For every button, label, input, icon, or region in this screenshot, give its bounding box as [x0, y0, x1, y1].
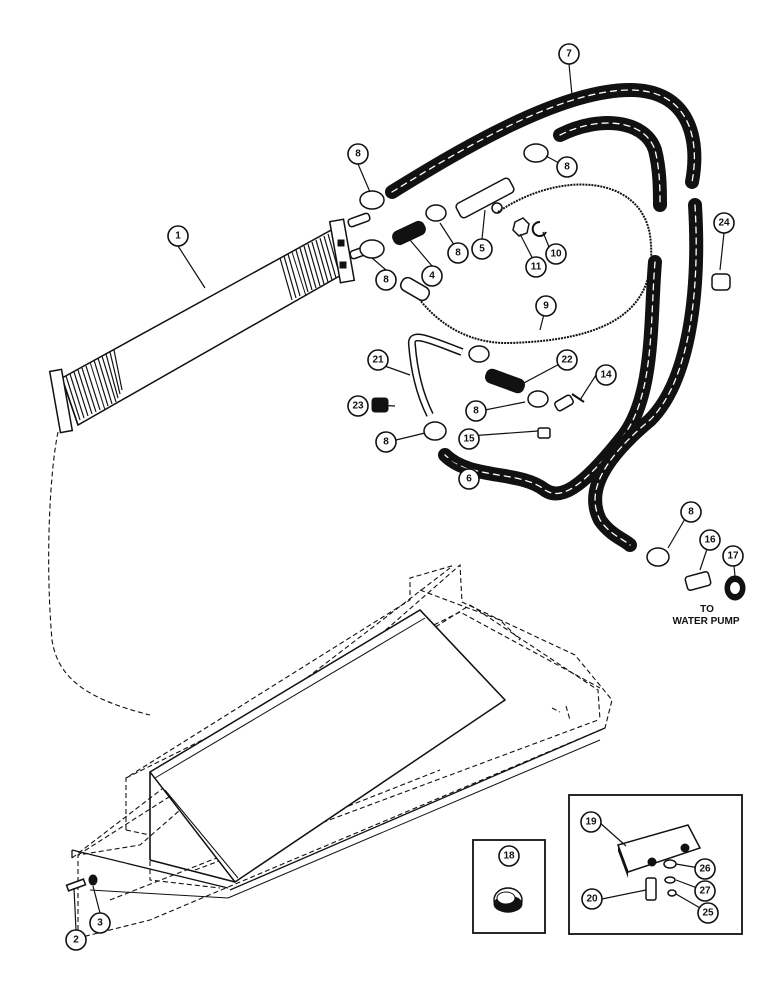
control-cable	[419, 183, 653, 345]
svg-text:15: 15	[463, 434, 475, 445]
svg-text:14: 14	[600, 370, 612, 381]
mounting-bolt	[65, 874, 98, 892]
core-alignment-line	[48, 431, 151, 716]
hose-coupler	[485, 368, 525, 394]
fitting	[537, 427, 551, 439]
svg-text:17: 17	[727, 551, 739, 562]
callout-8: 8	[465, 400, 487, 422]
svg-text:5: 5	[479, 244, 485, 255]
callout-21: 21	[367, 349, 389, 371]
callout-18: 18	[498, 845, 520, 867]
pump-fittings	[684, 571, 746, 601]
svg-text:24: 24	[718, 218, 730, 229]
svg-text:27: 27	[699, 886, 711, 897]
callout-11: 11	[525, 256, 547, 278]
svg-text:6: 6	[466, 474, 472, 485]
callout-20: 20	[581, 888, 603, 910]
svg-text:11: 11	[531, 262, 542, 273]
callout-8: 8	[375, 431, 397, 453]
hose-clamp	[359, 143, 670, 567]
heater-core	[48, 212, 373, 434]
callout-8: 8	[680, 501, 702, 523]
svg-text:23: 23	[352, 401, 364, 412]
svg-text:9: 9	[543, 301, 549, 312]
svg-text:1: 1	[175, 231, 181, 242]
heater-housing	[71, 563, 613, 939]
annotation-water-pump: WATER PUMP	[672, 616, 739, 627]
svg-text:2: 2	[73, 935, 79, 946]
svg-text:8: 8	[383, 437, 389, 448]
hose-clip	[711, 273, 731, 291]
plug-part	[493, 887, 523, 913]
svg-text:8: 8	[383, 275, 389, 286]
svg-text:7: 7	[566, 49, 572, 60]
callout-10: 10	[545, 243, 567, 265]
hose-7	[385, 82, 702, 212]
annotation-to: TO	[700, 604, 714, 615]
callout-24: 24	[713, 212, 735, 234]
callout-16: 16	[699, 529, 721, 551]
svg-text:16: 16	[704, 535, 716, 546]
drain-cock	[554, 393, 585, 412]
heater-valve	[455, 177, 515, 219]
callout-5: 5	[471, 238, 493, 260]
svg-text:18: 18	[503, 851, 515, 862]
svg-text:21: 21	[372, 355, 384, 366]
svg-text:22: 22	[561, 355, 573, 366]
callout-6: 6	[458, 468, 480, 490]
svg-text:26: 26	[699, 864, 711, 875]
callout-26: 26	[694, 858, 716, 880]
callout-8: 8	[447, 242, 469, 264]
callout-8: 8	[347, 143, 369, 165]
callout-1: 1	[167, 225, 189, 247]
nut	[512, 217, 530, 237]
cover-plate	[617, 824, 702, 901]
svg-text:8: 8	[355, 149, 361, 160]
svg-text:8: 8	[688, 507, 694, 518]
callout-23: 23	[347, 395, 369, 417]
svg-text:4: 4	[429, 271, 435, 282]
cable-knob	[399, 276, 431, 302]
callout-8: 8	[556, 156, 578, 178]
svg-text:25: 25	[702, 908, 714, 919]
callout-7: 7	[558, 43, 580, 65]
svg-text:20: 20	[586, 894, 598, 905]
callout-22: 22	[556, 349, 578, 371]
hose-coupler	[392, 220, 426, 246]
svg-text:3: 3	[97, 918, 103, 929]
callout-14: 14	[595, 364, 617, 386]
svg-text:8: 8	[455, 248, 461, 259]
callout-2: 2	[65, 929, 87, 951]
svg-text:19: 19	[585, 817, 597, 828]
callout-4: 4	[421, 265, 443, 287]
svg-text:8: 8	[473, 406, 479, 417]
hose-6	[438, 198, 704, 552]
callout-9: 9	[535, 295, 557, 317]
callout-25: 25	[697, 902, 719, 924]
callout-8: 8	[375, 269, 397, 291]
svg-text:8: 8	[564, 162, 570, 173]
svg-text:10: 10	[550, 249, 562, 260]
callout-17: 17	[722, 545, 744, 567]
callout-3: 3	[89, 912, 111, 934]
callout-19: 19	[580, 811, 602, 833]
callout-15: 15	[458, 428, 480, 450]
callout-27: 27	[694, 880, 716, 902]
